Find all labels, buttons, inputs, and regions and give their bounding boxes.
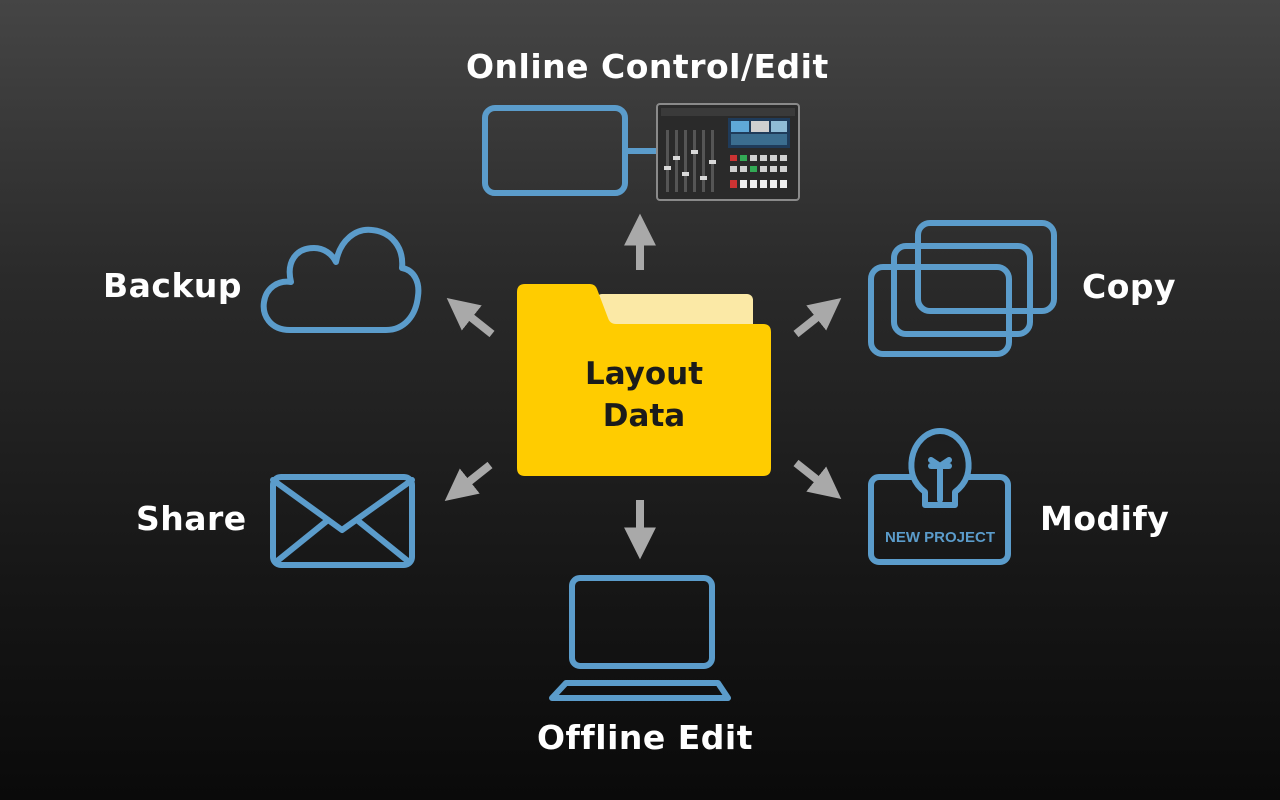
- laptop-base: [549, 680, 731, 701]
- folder-body: [517, 284, 771, 476]
- copy-label: Copy: [1082, 267, 1177, 306]
- online-control-label: Online Control/Edit: [466, 47, 829, 86]
- online-control-icon: [482, 103, 800, 201]
- envelope-icon: [270, 474, 415, 568]
- arrows: [444, 213, 842, 560]
- lightbulb-icon: [908, 428, 972, 508]
- video-switcher-device-icon: [656, 103, 800, 201]
- copy-card-middle: [891, 243, 1033, 337]
- folder-icon: Layout Data: [517, 284, 771, 476]
- new-project-icon: NEW PROJECT: [868, 428, 1011, 565]
- arrow-down-right-modify: [793, 459, 842, 499]
- laptop-icon: [549, 575, 731, 701]
- folder-label-line2: Data: [603, 398, 685, 434]
- modify-label: Modify: [1040, 499, 1170, 538]
- copy-stack-icon: [868, 220, 1057, 357]
- laptop-screen: [569, 575, 715, 669]
- offline-edit-label: Offline Edit: [537, 718, 754, 757]
- new-project-badge: NEW PROJECT: [885, 529, 995, 546]
- arrow-up-right-copy: [793, 298, 842, 338]
- share-label: Share: [136, 499, 247, 538]
- arrow-down-left-share: [444, 461, 493, 501]
- online-screen-box: [482, 105, 628, 196]
- copy-card-front: [868, 264, 1012, 357]
- cloud-icon: [260, 226, 422, 333]
- backup-label: Backup: [103, 266, 243, 305]
- folder-label-line1: Layout: [585, 356, 703, 392]
- arrow-up-left-backup: [446, 298, 495, 338]
